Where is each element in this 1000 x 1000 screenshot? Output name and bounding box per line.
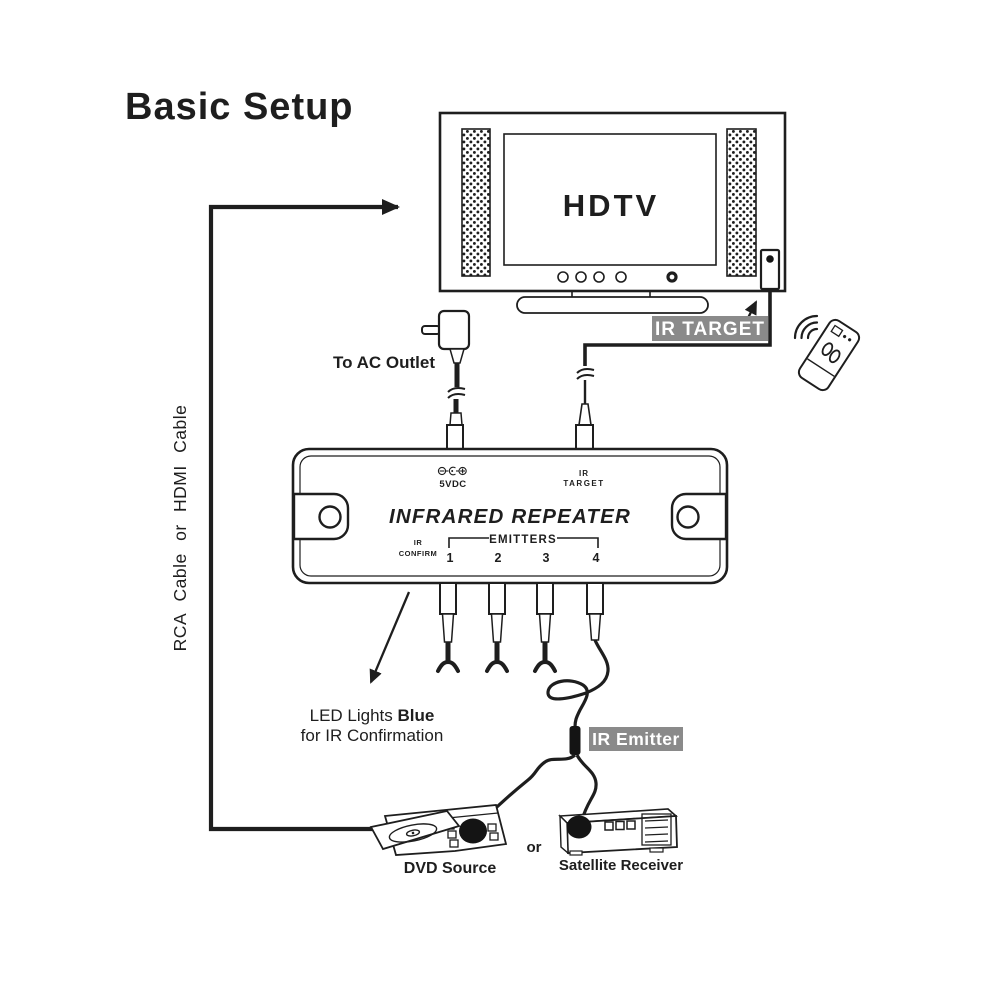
ac-outlet-label: To AC Outlet [333,353,435,372]
emitter-port-2: 2 [495,551,502,565]
tv-power-led [666,271,678,283]
repeater-ir-target-line2: TARGET [563,479,604,488]
dc-polarity-icon [437,466,467,476]
ir-emitter-badge-label: IR Emitter [592,729,680,749]
satellite-receiver: Satellite Receiver [558,808,683,874]
remote-control [793,314,861,392]
ir-target-badge-label: IR TARGET [655,319,765,340]
tv-speaker-left [461,128,491,277]
power-plug [446,424,464,450]
tv-speaker-right [726,128,757,277]
ir-target-badge: IR TARGET [652,300,768,341]
led-annotation-line2: for IR Confirmation [301,726,444,745]
emitter-plug-1 [436,582,460,673]
repeater-ir-confirm-line2: CONFIRM [399,549,438,558]
repeater-ir-target-line1: IR [579,469,589,478]
satellite-ir-emitter-blob [566,815,592,839]
mount-hole-right [676,505,700,529]
mount-hole-left [318,505,342,529]
emitter-plug-3 [533,582,557,673]
satellite-label: Satellite Receiver [559,857,683,874]
infrared-repeater: 5VDC IR TARGET INFRARED REPEATER IR CONF… [291,447,729,585]
emitter-plug-2 [485,582,509,673]
ir-emitter-badge: IR Emitter [589,727,683,751]
repeater-ir-confirm-line1: IR [414,538,423,547]
rca-hdmi-cable-line: RCA Cable or HDMI Cable [170,199,400,832]
satellite-buttons [604,820,636,831]
rca-hdmi-cable-label: RCA Cable or HDMI Cable [170,405,190,652]
svg-text:LED Lights Blue: LED Lights Blue [310,706,435,725]
tv-screen-label: HDTV [563,188,659,223]
tv-stand [516,291,709,314]
hdtv: HDTV [438,111,787,314]
ir-target-device [583,248,781,366]
tv-screen [503,133,717,266]
page-title: Basic Setup [125,86,354,128]
emitters-bracket [448,537,599,548]
emitter-port-4: 4 [593,551,600,565]
tv-buttons [557,271,678,283]
ir-target-plug [575,424,594,450]
repeater-title: INFRARED REPEATER [389,505,631,528]
dvd-player: DVD Source [369,804,508,877]
ir-target-wire-break [575,367,595,450]
repeater-power-label: 5VDC [439,479,466,490]
dvd-ir-emitter-blob [459,818,487,844]
led-annotation: LED Lights Blue for IR Confirmation [301,591,444,745]
led-annotation-line1: LED Lights [310,706,398,725]
led-annotation-line1-bold: Blue [398,706,435,725]
emitter-port-3: 3 [543,551,550,565]
or-label: or [527,839,542,856]
ir-emitter-body [569,726,581,755]
dvd-disc [388,823,438,843]
ir-signal-waves-icon [793,314,819,340]
emitter-port-1: 1 [447,551,454,565]
satellite-vent [641,813,672,846]
dvd-label: DVD Source [404,860,497,877]
emitter-plug-4-cable [476,582,610,827]
ir-target-eye-icon [766,255,774,263]
emitters-label: EMITTERS [489,534,557,546]
ac-adapter: To AC Outlet [333,309,471,450]
